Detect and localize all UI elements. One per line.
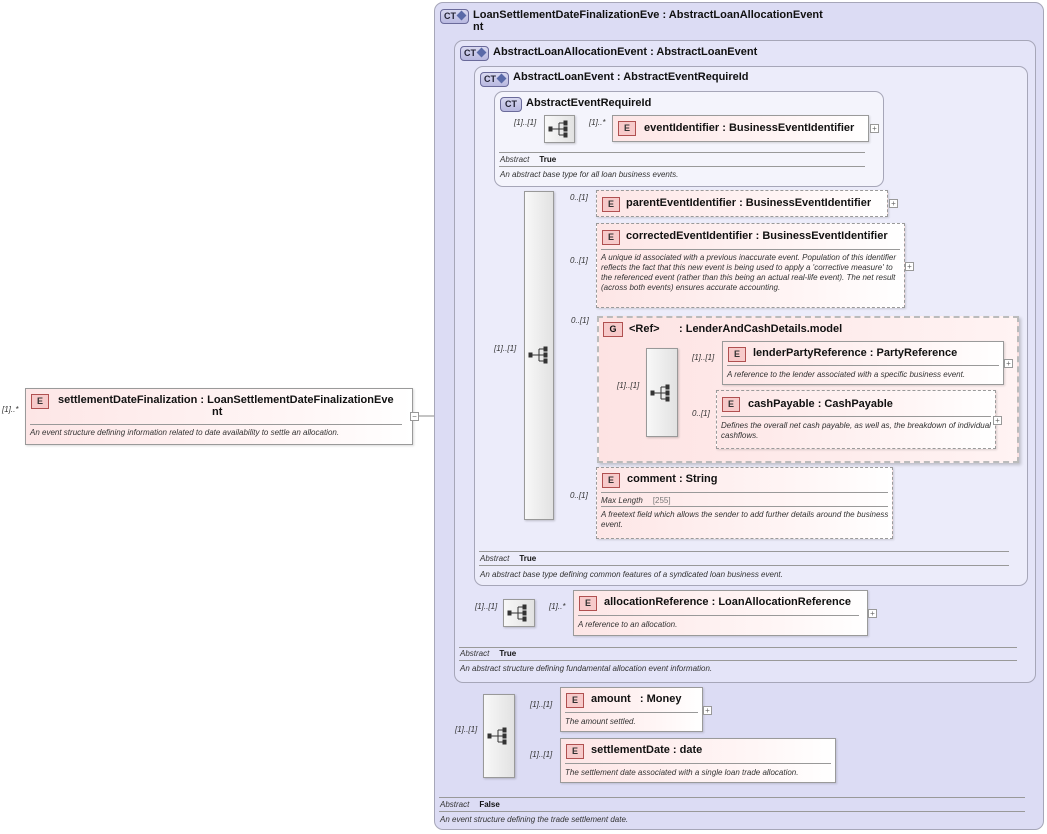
element-comment[interactable]: E comment : String Max Length[255] A fre… <box>596 467 893 539</box>
expand-plus-icon[interactable]: + <box>993 416 1002 425</box>
complex-type-name: AbstractEventRequireId <box>526 97 652 109</box>
complex-type-name: AbstractLoanAllocationEvent : AbstractLo… <box>493 46 758 58</box>
element-name: parentEventIdentifier : BusinessEventIde… <box>626 197 872 209</box>
element-parent-event-identifier[interactable]: E parentEventIdentifier : BusinessEventI… <box>596 190 888 217</box>
complex-type-name-wrap: nt <box>473 21 484 33</box>
sequence-icon[interactable] <box>544 115 575 143</box>
element-event-identifier[interactable]: E eventIdentifier : BusinessEventIdentif… <box>612 115 869 142</box>
element-badge: E <box>602 473 620 488</box>
group-badge: G <box>603 322 623 337</box>
complex-type-badge: CT <box>480 72 509 87</box>
element-description: Defines the overall net cash payable, as… <box>721 421 991 440</box>
element-badge: E <box>722 397 740 412</box>
element-settlement-date[interactable]: E settlementDate : date The settlement d… <box>560 738 836 783</box>
complex-type-name: AbstractLoanEvent : AbstractEventRequire… <box>513 71 749 83</box>
cardinality: [1]..[1] <box>475 602 498 611</box>
group-name: : LenderAndCashDetails.model <box>679 323 843 335</box>
sequence-icon[interactable] <box>524 191 554 520</box>
element-cash-payable[interactable]: E cashPayable : CashPayable Defines the … <box>716 390 996 449</box>
cardinality: [1]..[1] <box>514 118 537 127</box>
element-badge: E <box>566 744 584 759</box>
root-cardinality: [1]..* <box>2 405 19 414</box>
element-lender-party-reference[interactable]: E lenderPartyReference : PartyReference … <box>722 341 1004 385</box>
cardinality: [1]..* <box>589 118 606 127</box>
complex-type-badge: CT <box>460 46 489 61</box>
element-badge: E <box>31 394 49 409</box>
sequence-icon[interactable] <box>483 694 515 778</box>
cardinality: [1]..[1] <box>692 353 715 362</box>
facet-max-length: Max Length[255] <box>601 496 671 505</box>
cardinality: [1]..* <box>549 602 566 611</box>
element-name: amount : Money <box>591 693 682 705</box>
expand-plus-icon[interactable]: + <box>889 199 898 208</box>
expand-plus-icon[interactable]: + <box>870 124 879 133</box>
element-description: A reference to the lender associated wit… <box>727 370 966 379</box>
element-name: eventIdentifier : BusinessEventIdentifie… <box>644 122 855 134</box>
element-name: cashPayable : CashPayable <box>748 398 893 410</box>
cardinality: [1]..[1] <box>530 700 553 709</box>
complex-type-badge: CT <box>440 9 469 24</box>
root-element-description: An event structure defining information … <box>30 428 340 437</box>
element-description: The amount settled. <box>565 717 636 726</box>
complex-type-badge: CT <box>500 97 522 112</box>
expand-plus-icon[interactable]: + <box>703 706 712 715</box>
cardinality: 0..[1] <box>570 256 588 265</box>
element-badge: E <box>566 693 584 708</box>
cardinality: [1]..[1] <box>494 344 517 353</box>
element-badge: E <box>579 596 597 611</box>
expand-plus-icon[interactable]: + <box>868 609 877 618</box>
element-description: A unique id associated with a previous i… <box>601 253 896 292</box>
element-name: settlementDate : date <box>591 744 703 756</box>
element-name: comment : String <box>627 473 718 485</box>
element-corrected-event-identifier[interactable]: E correctedEventIdentifier : BusinessEve… <box>596 223 905 308</box>
element-name: lenderPartyReference : PartyReference <box>753 347 958 359</box>
element-allocation-reference[interactable]: E allocationReference : LoanAllocationRe… <box>573 590 868 636</box>
element-name: correctedEventIdentifier : BusinessEvent… <box>626 230 888 242</box>
cardinality: [1]..[1] <box>617 381 640 390</box>
cardinality: 0..[1] <box>571 316 589 325</box>
element-description: The settlement date associated with a si… <box>565 768 799 777</box>
sequence-icon[interactable] <box>503 599 535 627</box>
cardinality: 0..[1] <box>692 409 710 418</box>
sequence-icon[interactable] <box>646 348 678 437</box>
element-description: A reference to an allocation. <box>578 620 678 629</box>
complex-type-description: An abstract base type for all loan busin… <box>500 170 679 179</box>
expand-plus-icon[interactable]: + <box>1004 359 1013 368</box>
element-badge: E <box>602 230 620 245</box>
group-ref-label: <Ref> <box>629 323 660 335</box>
element-description: A freetext field which allows the sender… <box>601 510 889 529</box>
complex-type-description: An event structure defining the trade se… <box>440 815 629 824</box>
expand-plus-icon[interactable]: + <box>905 262 914 271</box>
complex-type-description: An abstract base type defining common fe… <box>480 570 783 579</box>
root-element-settlement-date-finalization[interactable]: E settlementDateFinalization : LoanSettl… <box>25 388 413 445</box>
collapse-minus-icon[interactable]: − <box>410 412 419 421</box>
cardinality: [1]..[1] <box>530 750 553 759</box>
element-badge: E <box>728 347 746 362</box>
root-element-name: settlementDateFinalization : LoanSettlem… <box>58 394 394 406</box>
element-badge: E <box>618 121 636 136</box>
cardinality: 0..[1] <box>570 193 588 202</box>
root-element-name-wrap: nt <box>212 406 223 418</box>
complex-type-description: An abstract structure defining fundament… <box>460 664 713 673</box>
cardinality: [1]..[1] <box>455 725 478 734</box>
element-amount[interactable]: E amount : Money The amount settled. <box>560 687 703 732</box>
element-badge: E <box>602 197 620 212</box>
cardinality: 0..[1] <box>570 491 588 500</box>
element-name: allocationReference : LoanAllocationRefe… <box>604 596 851 608</box>
complex-type-name: LoanSettlementDateFinalizationEve : Abst… <box>473 9 823 21</box>
